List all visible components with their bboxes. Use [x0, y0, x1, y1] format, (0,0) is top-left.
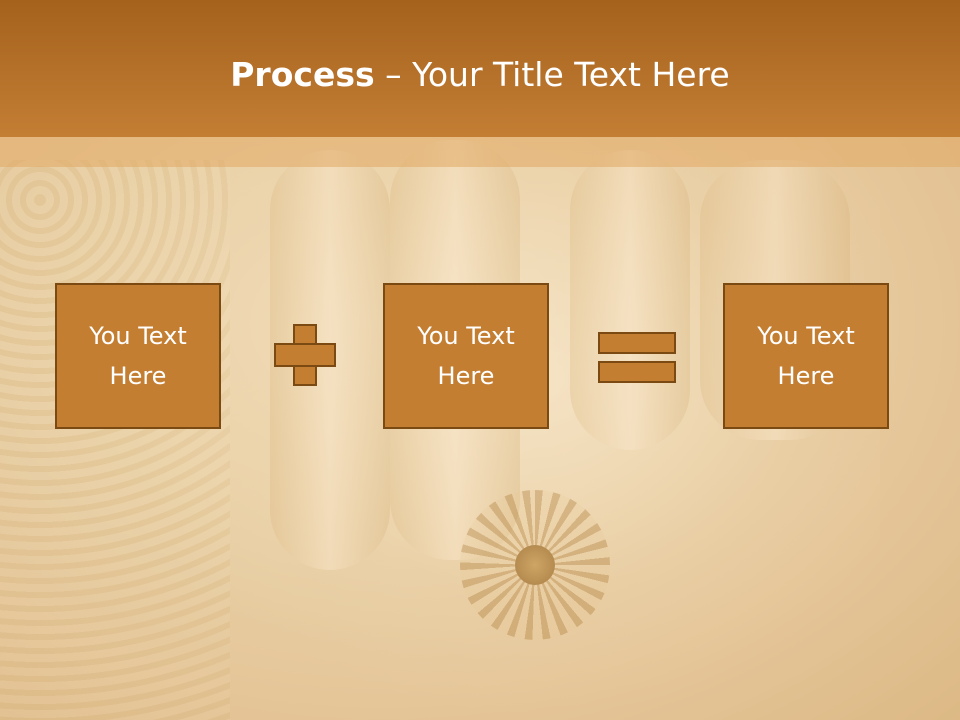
background-rosette	[460, 490, 610, 640]
slide-title-rest: – Your Title Text Here	[374, 55, 730, 94]
title-bar	[0, 0, 960, 137]
background-finger	[570, 150, 690, 450]
background-hand	[120, 150, 880, 720]
process-box-text: You Text Here	[757, 322, 855, 390]
process-box-text: You Text Here	[417, 322, 515, 390]
process-box-3[interactable]: You Text Here	[723, 283, 889, 429]
slide-title[interactable]: Process – Your Title Text Here	[0, 55, 960, 95]
slide-title-bold: Process	[230, 55, 375, 94]
title-band	[0, 137, 960, 167]
process-box-text: You Text Here	[89, 322, 187, 390]
process-box-1[interactable]: You Text Here	[55, 283, 221, 429]
process-box-2[interactable]: You Text Here	[383, 283, 549, 429]
